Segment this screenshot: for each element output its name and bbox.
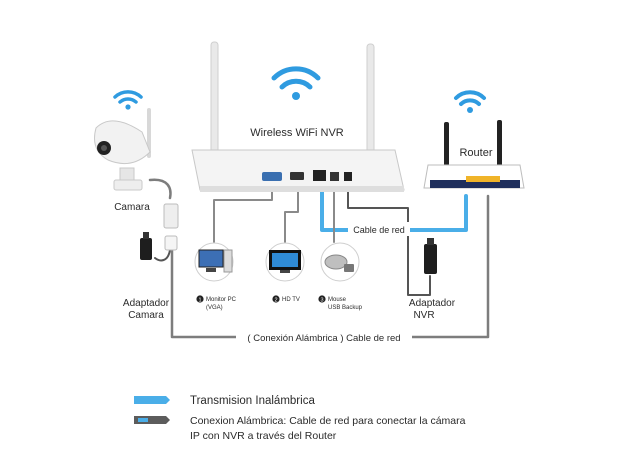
usb-port bbox=[330, 172, 339, 181]
output-monitor-pc bbox=[194, 242, 234, 282]
lan-port bbox=[313, 170, 326, 181]
legend-wireless-text: Transmision Inalámbrica bbox=[190, 395, 315, 407]
legend-wired: Conexion Alámbrica: Cable de red para co… bbox=[134, 415, 466, 442]
wifi-icon-nvr bbox=[271, 66, 321, 100]
nvr-device bbox=[191, 41, 405, 192]
legend-wireless-swatch bbox=[134, 396, 170, 404]
svg-text:(VGA): (VGA) bbox=[206, 305, 223, 311]
wifi-icon-router bbox=[454, 90, 486, 113]
vga-port bbox=[262, 172, 282, 181]
svg-text:USB Backup: USB Backup bbox=[328, 305, 363, 311]
rj45-connector bbox=[164, 235, 178, 251]
legend-wireless: Transmision Inalámbrica bbox=[134, 395, 315, 407]
router-device bbox=[423, 120, 525, 189]
router-stripe bbox=[466, 176, 500, 182]
svg-text:1: 1 bbox=[198, 297, 201, 303]
svg-text:Monitor PC: Monitor PC bbox=[206, 297, 237, 303]
camera-label: Camara bbox=[114, 202, 150, 213]
svg-text:2: 2 bbox=[274, 297, 277, 303]
adapter-nvr-line2: NVR bbox=[413, 310, 434, 321]
svg-text:Mouse: Mouse bbox=[328, 297, 347, 303]
adapter-nvr bbox=[424, 238, 437, 274]
nvr-label: Wireless WiFi NVR bbox=[250, 127, 344, 139]
output-mouse-usb bbox=[320, 242, 360, 282]
camera-device bbox=[94, 108, 151, 191]
output-label-3: 3 Mouse USB Backup bbox=[318, 295, 363, 311]
output-label-2: 2 HD TV bbox=[272, 295, 300, 303]
adapter-camera-line1: Adaptador bbox=[123, 298, 170, 309]
wired-connection-label: ( Conexión Alámbrica ) Cable de red bbox=[247, 333, 400, 344]
legend-wired-text-2: IP con NVR a través del Router bbox=[190, 430, 337, 442]
lan-cable-label: Cable de red bbox=[353, 225, 405, 235]
cable-splitter bbox=[163, 203, 179, 229]
output-hd-tv bbox=[265, 242, 305, 282]
legend-wired-text-1: Conexion Alámbrica: Cable de red para co… bbox=[190, 415, 466, 427]
output-label-1: 1 Monitor PC (VGA) bbox=[196, 295, 237, 311]
hdmi-port bbox=[290, 172, 304, 180]
svg-text:HD TV: HD TV bbox=[282, 297, 300, 303]
svg-text:3: 3 bbox=[320, 297, 323, 303]
adapter-camera bbox=[140, 232, 152, 260]
adapter-nvr-line1: Adaptador bbox=[409, 298, 456, 309]
wifi-icon-camera bbox=[113, 90, 143, 110]
adapter-camera-line2: Camara bbox=[128, 310, 164, 321]
router-label: Router bbox=[459, 147, 492, 159]
power-port bbox=[344, 172, 352, 181]
